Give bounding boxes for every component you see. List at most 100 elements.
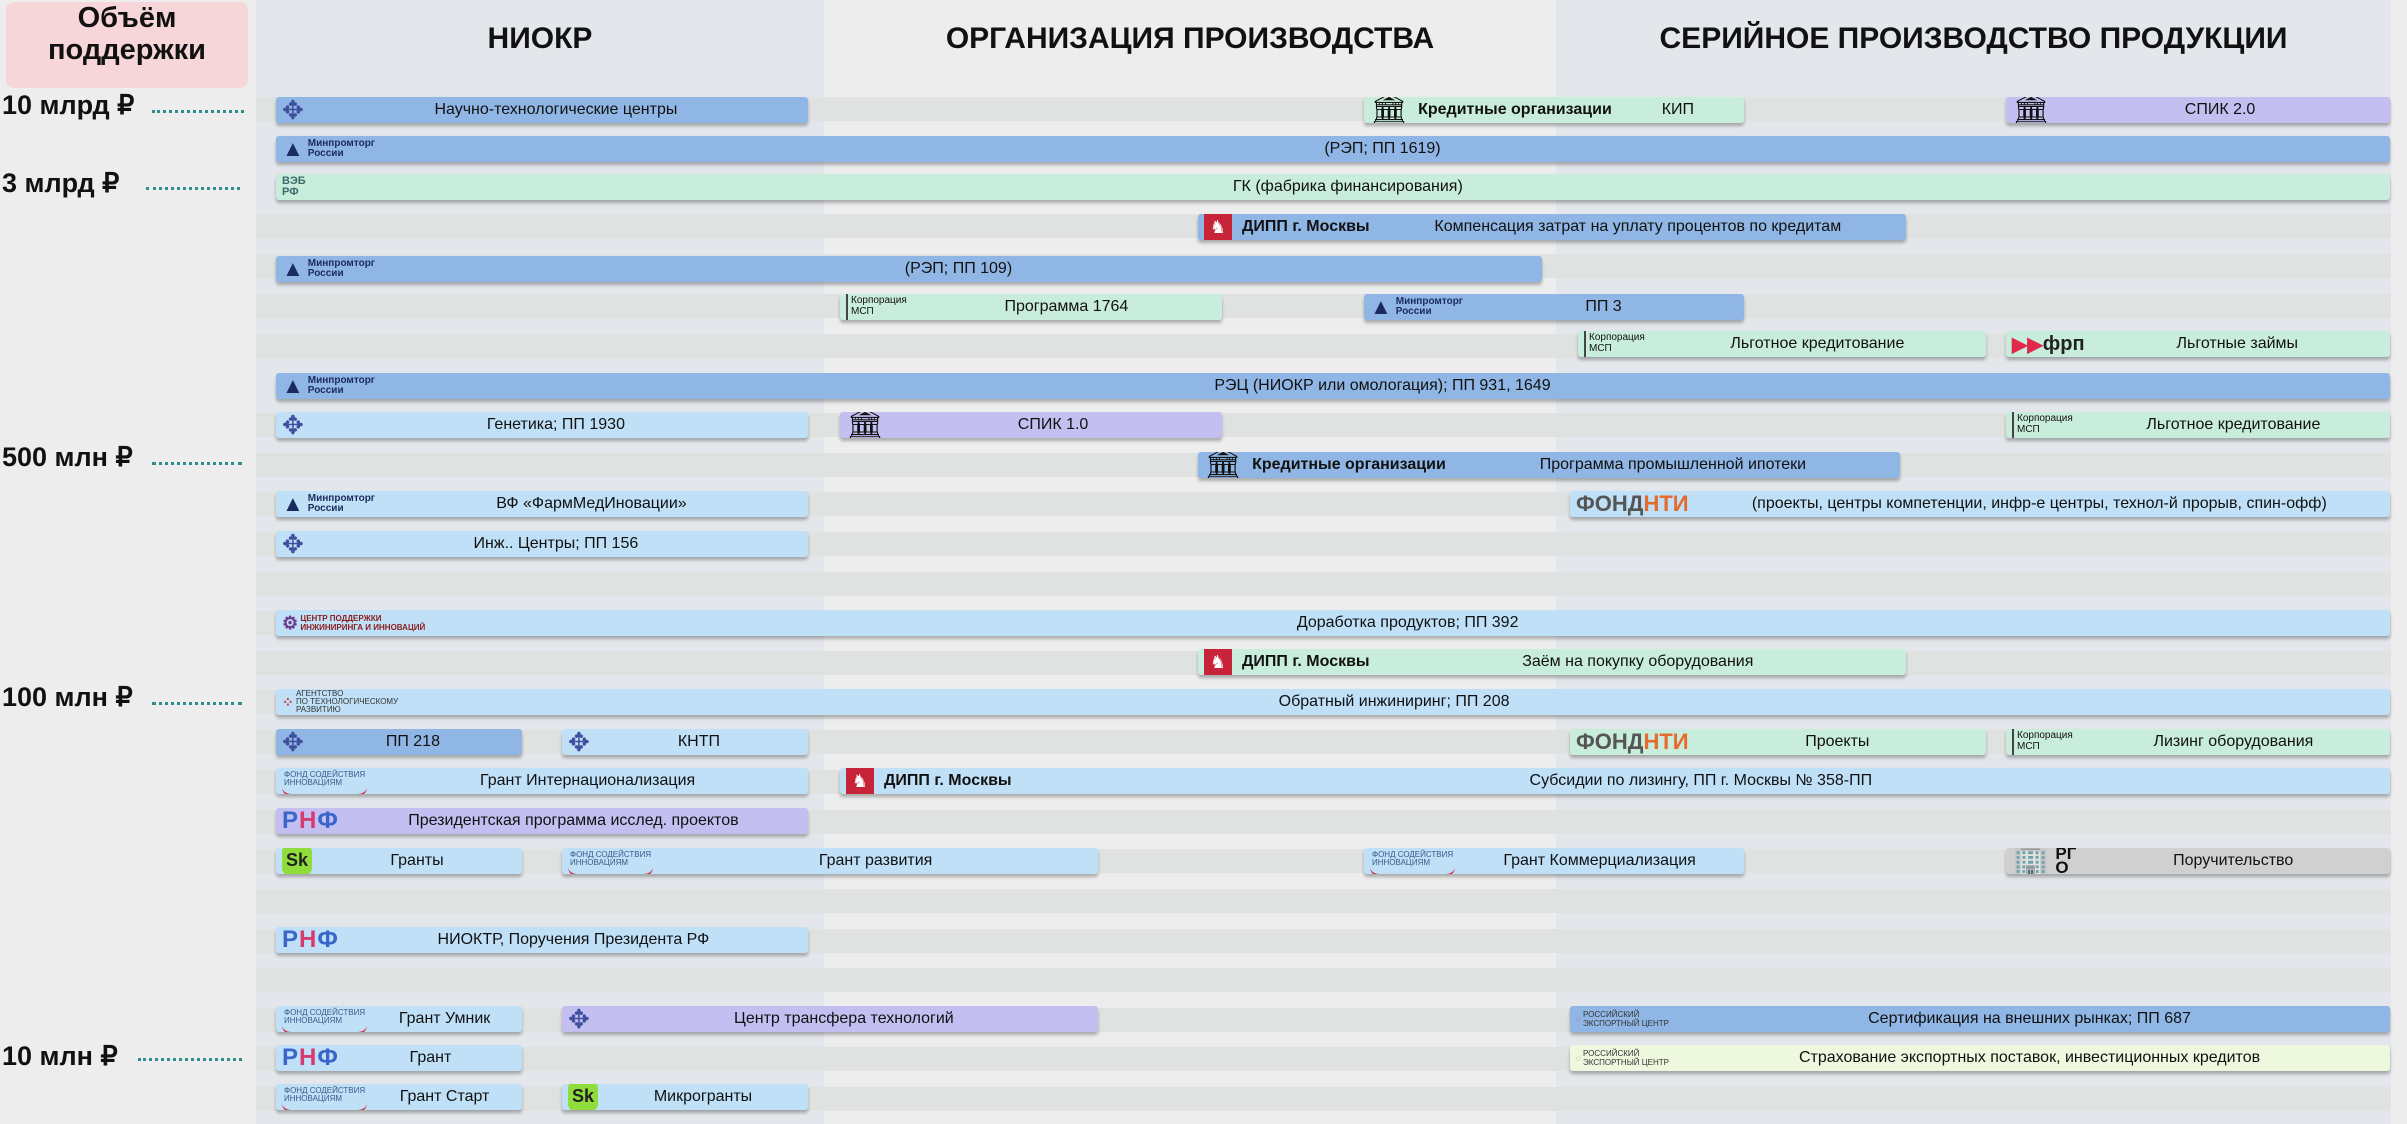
program-bar-dipp-zaem[interactable]: ♞ ДИПП г. Москвы Заём на покупку оборудо… [1198,649,1906,675]
program-bar-kip[interactable]: 🏛 Кредитные организации КИП [1364,97,1744,123]
program-bar-dipp-subs[interactable]: ♞ ДИПП г. Москвы Субсидии по лизингу, ПП… [840,768,2390,794]
level-leader [152,702,242,705]
program-label: (РЭП; ПП 1619) [1324,140,1441,157]
program-label: Президентская программа исслед. проектов [408,812,739,829]
column-bg-org [824,0,1556,1124]
bank-icon: 🏛 [2012,97,2051,123]
program-bar-spik2[interactable]: 🏛 СПИК 2.0 [2006,97,2390,123]
row-stripe [256,968,2391,992]
level-leader [138,1058,242,1061]
program-label: Микрогранты [653,1088,753,1105]
program-label: СПИК 2.0 [2184,101,2256,118]
program-bar-ntc[interactable]: ✥ Научно-технологические центры [276,97,808,123]
moscow-coat-of-arms-icon: ♞ [846,768,874,794]
provider-label: ДИПП г. Москвы [1242,218,1370,235]
program-label: Льготные займы [2176,335,2299,352]
program-bar-kntp[interactable]: ✥ КНТП [562,729,808,755]
provider-label: Кредитные организации [1252,456,1446,473]
program-bar-granty[interactable]: Sk Гранты [276,848,522,874]
program-label: Льготное кредитование [1730,335,1905,352]
moscow-coat-of-arms-icon: ♞ [1204,214,1232,240]
program-bar-ipoteka[interactable]: 🏛 Кредитные организации Программа промыш… [1198,452,1900,478]
program-label: Программа 1764 [1004,298,1129,315]
program-bar-genetika[interactable]: ✥ Генетика; ПП 1930 [276,412,808,438]
fond-nti-logo: ФОНД НТИ [1576,729,1689,754]
program-label: РЭЦ (НИОКР или омологация); ПП 931, 1649 [1214,377,1551,394]
program-bar-fnti-proj[interactable]: ФОНД НТИ (проекты, центры компетенции, и… [1570,491,2390,517]
program-bar-inzh[interactable]: ✥ Инж.. Центры; ПП 156 [276,531,808,557]
program-bar-lgot-zaim[interactable]: ▶▶фрп Льготные займы [2006,331,2390,357]
program-bar-dipp-comp[interactable]: ♞ ДИПП г. Москвы Компенсация затрат на у… [1198,214,1906,240]
program-label: Центр трансфера технологий [734,1010,954,1027]
column-title-org: ОРГАНИЗАЦИЯ ПРОИЗВОДСТВА [945,22,1435,55]
eagle-crest-icon: ✥ [282,97,304,123]
program-label: Грант Умник [398,1010,491,1027]
column-title-niokr: НИОКР [487,22,593,55]
level-leader [152,110,244,113]
program-label: Программа промышленной ипотеки [1539,456,1807,473]
program-label: Доработка продуктов; ПП 392 [1296,614,1519,631]
program-bar-ctt[interactable]: ✥ Центр трансфера технологий [562,1006,1098,1032]
level-label: 100 млн ₽ [2,682,133,712]
program-label: Грант Старт [399,1088,490,1105]
fond-nti-logo: ФОНД НТИ [1576,491,1689,516]
program-bar-pp218[interactable]: ✥ ПП 218 [276,729,522,755]
bank-icon: 🏛 [1370,97,1409,123]
program-label: Страхование экспортных поставок, инвести… [1798,1049,2261,1066]
eagle-crest-icon: ✥ [568,729,590,755]
program-bar-mikro[interactable]: Sk Микрогранты [562,1084,808,1110]
provider-label: Кредитные организации [1418,101,1612,118]
program-bar-spik1[interactable]: 🏛 СПИК 1.0 [840,412,1222,438]
program-label: ПП 218 [385,733,440,750]
program-label: Льготное кредитование [2146,416,2321,433]
program-label: Поручительство [2173,852,2294,869]
skolkovo-logo: Sk [568,1084,598,1110]
program-label: Грант Интернационализация [479,772,696,789]
column-bg-serial [1556,0,2391,1124]
program-label: ПП 3 [1585,298,1622,315]
volume-header-label: Объём поддержки [47,2,207,66]
program-label: (проекты, центры компетенции, инфр-е цен… [1751,495,2327,512]
bank-icon: 🏛 [846,412,885,438]
provider-label: ДИПП г. Москвы [1242,653,1370,670]
program-label: (РЭП; ПП 109) [904,260,1013,277]
program-bar-fnti-projects[interactable]: ФОНД НТИ Проекты [1570,729,1986,755]
program-label: Обратный инжиниринг; ПП 208 [1278,693,1510,710]
level-leader [152,462,242,465]
program-label: НИОКТР, Поручения Президента РФ [437,931,710,948]
provider-label: ДИПП г. Москвы [884,772,1012,789]
